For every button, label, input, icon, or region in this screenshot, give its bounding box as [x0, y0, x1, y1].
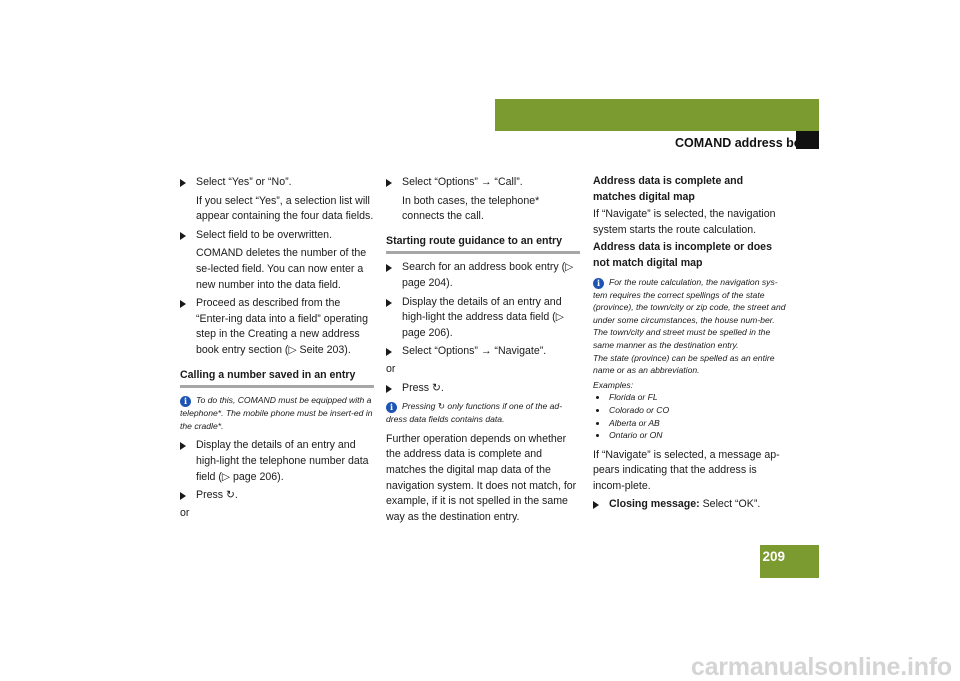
bullet-arrow-icon — [180, 300, 186, 309]
step: Display the details of an entry and high… — [386, 295, 580, 342]
header-marker — [796, 131, 819, 149]
paragraph: Further operation depends on whether the… — [386, 432, 577, 523]
paragraph: If “Navigate” is selected, the navigatio… — [593, 208, 776, 236]
column-3: Address data is complete and matches dig… — [593, 172, 789, 515]
or-text: or — [180, 506, 190, 519]
step: Proceed as described from the “Enter-ing… — [180, 296, 374, 358]
bullet-arrow-icon — [593, 501, 599, 510]
step: Select “Options” → “Call”. — [386, 175, 580, 191]
page-number-band — [760, 545, 819, 578]
step: Closing message: Select “OK”. — [593, 497, 789, 513]
note-text: The state (province) can be spelled as a… — [593, 352, 775, 376]
step: Press ↻. — [386, 381, 580, 397]
section-heading: Starting route guidance to an entry — [386, 234, 580, 255]
info-icon: i — [180, 396, 191, 408]
bullet-arrow-icon — [180, 492, 186, 501]
bullet-arrow-icon — [386, 179, 392, 187]
section-title: Control systems — [828, 114, 928, 128]
paragraph: If “Navigate” is selected, a message ap-… — [593, 448, 780, 492]
step: Search for an address book entry (▷ page… — [386, 260, 580, 291]
subheading: Address data is incomplete or does not m… — [593, 241, 772, 269]
step-result: In both cases, the telephone* connects t… — [402, 194, 540, 223]
example-item: Colorado or CO — [593, 404, 789, 417]
bullet-arrow-icon — [180, 231, 186, 240]
examples-label: Examples: — [593, 379, 634, 390]
bullet-arrow-icon — [386, 298, 392, 307]
column-1: Select “Yes” or “No”. If you select “Yes… — [180, 172, 374, 523]
page-number: 209 — [762, 549, 785, 564]
step: Press ↻. — [180, 488, 374, 504]
step-result: COMAND deletes the number of the se-lect… — [196, 247, 367, 291]
step: Select field to be overwritten. — [180, 228, 374, 244]
step: Display the details of an entry and high… — [180, 438, 374, 485]
watermark: carmanualsonline.info — [690, 653, 952, 681]
bullet-arrow-icon — [386, 384, 392, 393]
step: Select “Yes” or “No”. — [180, 175, 374, 191]
info-icon: i — [593, 277, 604, 289]
bullet-arrow-icon — [386, 264, 392, 273]
info-icon: i — [386, 402, 397, 414]
page-title: COMAND address book — [675, 136, 816, 150]
bullet-arrow-icon — [180, 179, 186, 187]
or-text: or — [386, 362, 396, 375]
header-band — [495, 99, 819, 131]
bullet-arrow-icon — [180, 442, 186, 451]
step-result: If you select “Yes”, a selection list wi… — [196, 194, 374, 223]
subheading: Address data is complete and matches dig… — [593, 175, 744, 203]
bullet-arrow-icon — [386, 348, 392, 357]
step: Select “Options” → “Navigate”. — [386, 344, 580, 360]
section-heading: Calling a number saved in an entry — [180, 368, 374, 389]
column-2: Select “Options” → “Call”. In both cases… — [386, 172, 580, 527]
example-item: Ontario or ON — [593, 429, 789, 442]
example-item: Alberta or AB — [593, 417, 789, 430]
example-item: Florida or FL — [593, 391, 789, 404]
